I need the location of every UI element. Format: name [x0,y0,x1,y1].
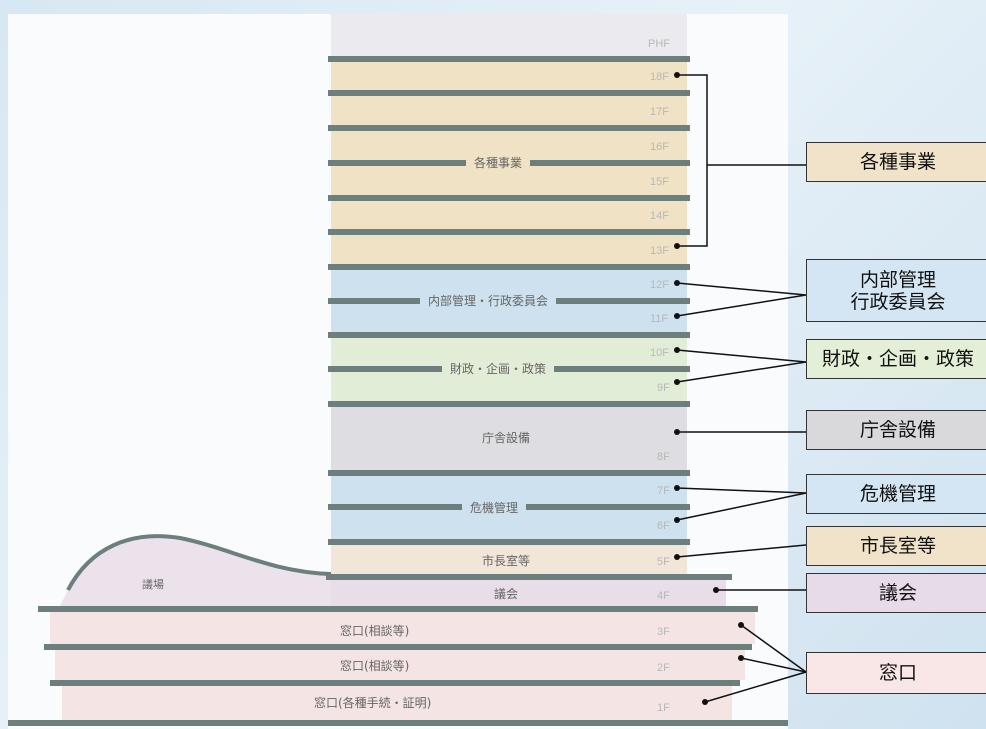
floor-label-8f: 8F [657,451,670,463]
floor-label-2f: 2F [657,662,670,674]
assembly-hall-shape [60,536,331,606]
slab [328,90,690,96]
dot [674,517,680,523]
label-finance: 財政・企画・政策 [442,362,555,376]
floor-label-5f: 5F [657,556,670,568]
floor-label-3f: 3F [657,626,670,638]
band-counter-1f [62,686,732,720]
band-counter-3f [50,612,755,644]
dot [713,587,719,593]
leader-mayor [676,544,807,558]
label-assembly-floor: 議会 [494,587,519,601]
label-counter-3f: 窓口(相談等) [340,624,410,638]
legend-crisis-text: 危機管理 [859,483,936,505]
slab [326,574,732,580]
band-counter-2f [55,650,745,680]
dot [674,72,680,78]
slab [328,264,690,270]
label-internal: 内部管理・行政委員会 [420,294,557,308]
band-penthouse [331,14,687,59]
slab [328,229,690,235]
label-counter-2f: 窓口(相談等) [340,659,410,673]
legend-internal-line1: 内部管理 [859,268,936,291]
dot [674,485,680,491]
legend-counter: 窓口 [806,652,986,694]
legend-mayor: 市長室等 [806,526,986,566]
legend-finance-text: 財政・企画・政策 [821,348,974,370]
floor-label-13f: 13F [650,245,669,257]
floor-label-9f: 9F [657,382,670,394]
slab [328,332,690,338]
floor-label-11f: 11F [650,313,669,325]
floor-label-7f: 7F [657,485,670,497]
floor-label-4f: 4F [657,590,670,602]
slab [44,644,752,650]
legend-finance: 財政・企画・政策 [806,339,986,379]
floor-label-14f: 14F [650,210,669,222]
floor-label-16f: 16F [650,141,669,153]
label-counter-1f: 窓口(各種手続・証明) [314,696,432,710]
label-facility: 庁舎設備 [482,431,531,445]
legend-assembly-text: 議会 [878,582,917,604]
floor-label-6f: 6F [657,520,670,532]
floor-label-18f: 18F [650,71,669,83]
floor-label-10f: 10F [650,347,669,359]
floor-label-phf: PHF [648,38,670,50]
slab [328,470,690,476]
label-assembly-hall: 議場 [142,578,164,591]
dot [674,347,680,353]
band-mayor [331,542,687,577]
legend-facility: 庁舎設備 [806,410,986,450]
slab [50,680,740,686]
label-mayor: 市長室等 [482,554,531,568]
legend-business-text: 各種事業 [859,151,936,173]
dot [674,313,680,319]
slab [328,56,690,62]
dot [738,655,744,661]
slab [38,606,758,612]
dot [674,379,680,385]
dot [674,280,680,286]
band-assembly [331,579,726,606]
legend-business: 各種事業 [806,142,986,182]
legend-crisis: 危機管理 [806,474,986,514]
legend-internal-line2: 行政委員会 [850,290,946,313]
label-crisis: 危機管理 [462,501,527,515]
slab [8,720,788,726]
legend-counter-text: 窓口 [878,662,917,684]
leader-dots [674,72,744,705]
floor-label-15f: 15F [650,176,669,188]
assembly-hall-roof [66,534,332,591]
floor-label-12f: 12F [650,279,669,291]
legend-facility-text: 庁舎設備 [859,419,936,441]
floor-label-17f: 17F [650,106,669,118]
legend-assembly: 議会 [806,573,986,613]
slab [328,539,690,545]
dot [738,622,744,628]
floor-label-1f: 1F [657,702,670,714]
dot [674,429,680,435]
slab [328,125,690,131]
slab [328,401,690,407]
dot [674,243,680,249]
band-facility [331,404,687,473]
slab [328,195,690,201]
label-business: 各種事業 [466,156,531,170]
legend-mayor-text: 市長室等 [859,535,936,557]
business-bracket [677,74,806,247]
dot [674,554,680,560]
dot [702,699,708,705]
legend-internal: 内部管理 行政委員会 [806,259,986,322]
